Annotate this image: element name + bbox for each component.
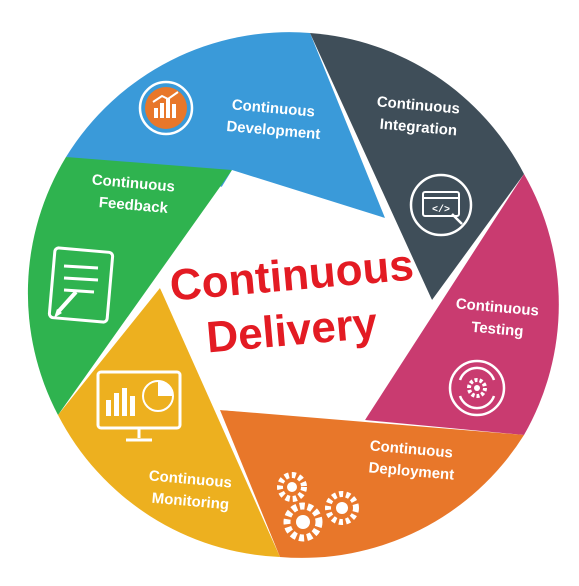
label-testing-line2: Testing: [471, 319, 525, 340]
monitor-chart-icon: [96, 370, 182, 442]
label-integration-line2: Integration: [379, 116, 458, 140]
document-icon: [47, 246, 115, 324]
center-hexagon: [160, 170, 432, 420]
code-window-icon: </>: [409, 173, 473, 237]
svg-text:</>: </>: [432, 204, 450, 216]
gear-cycle-icon: [448, 359, 506, 417]
segment-monitoring: [58, 288, 280, 557]
gears-icon: [277, 472, 359, 542]
segment-feedback: [27, 157, 233, 415]
segment-deployment: [220, 410, 524, 558]
label-monitoring-line2: Monitoring: [151, 490, 230, 514]
analytics-icon: [138, 80, 194, 136]
segment-testing: [365, 174, 559, 435]
segment-integration: [310, 33, 524, 300]
label-feedback-line2: Feedback: [98, 194, 169, 217]
